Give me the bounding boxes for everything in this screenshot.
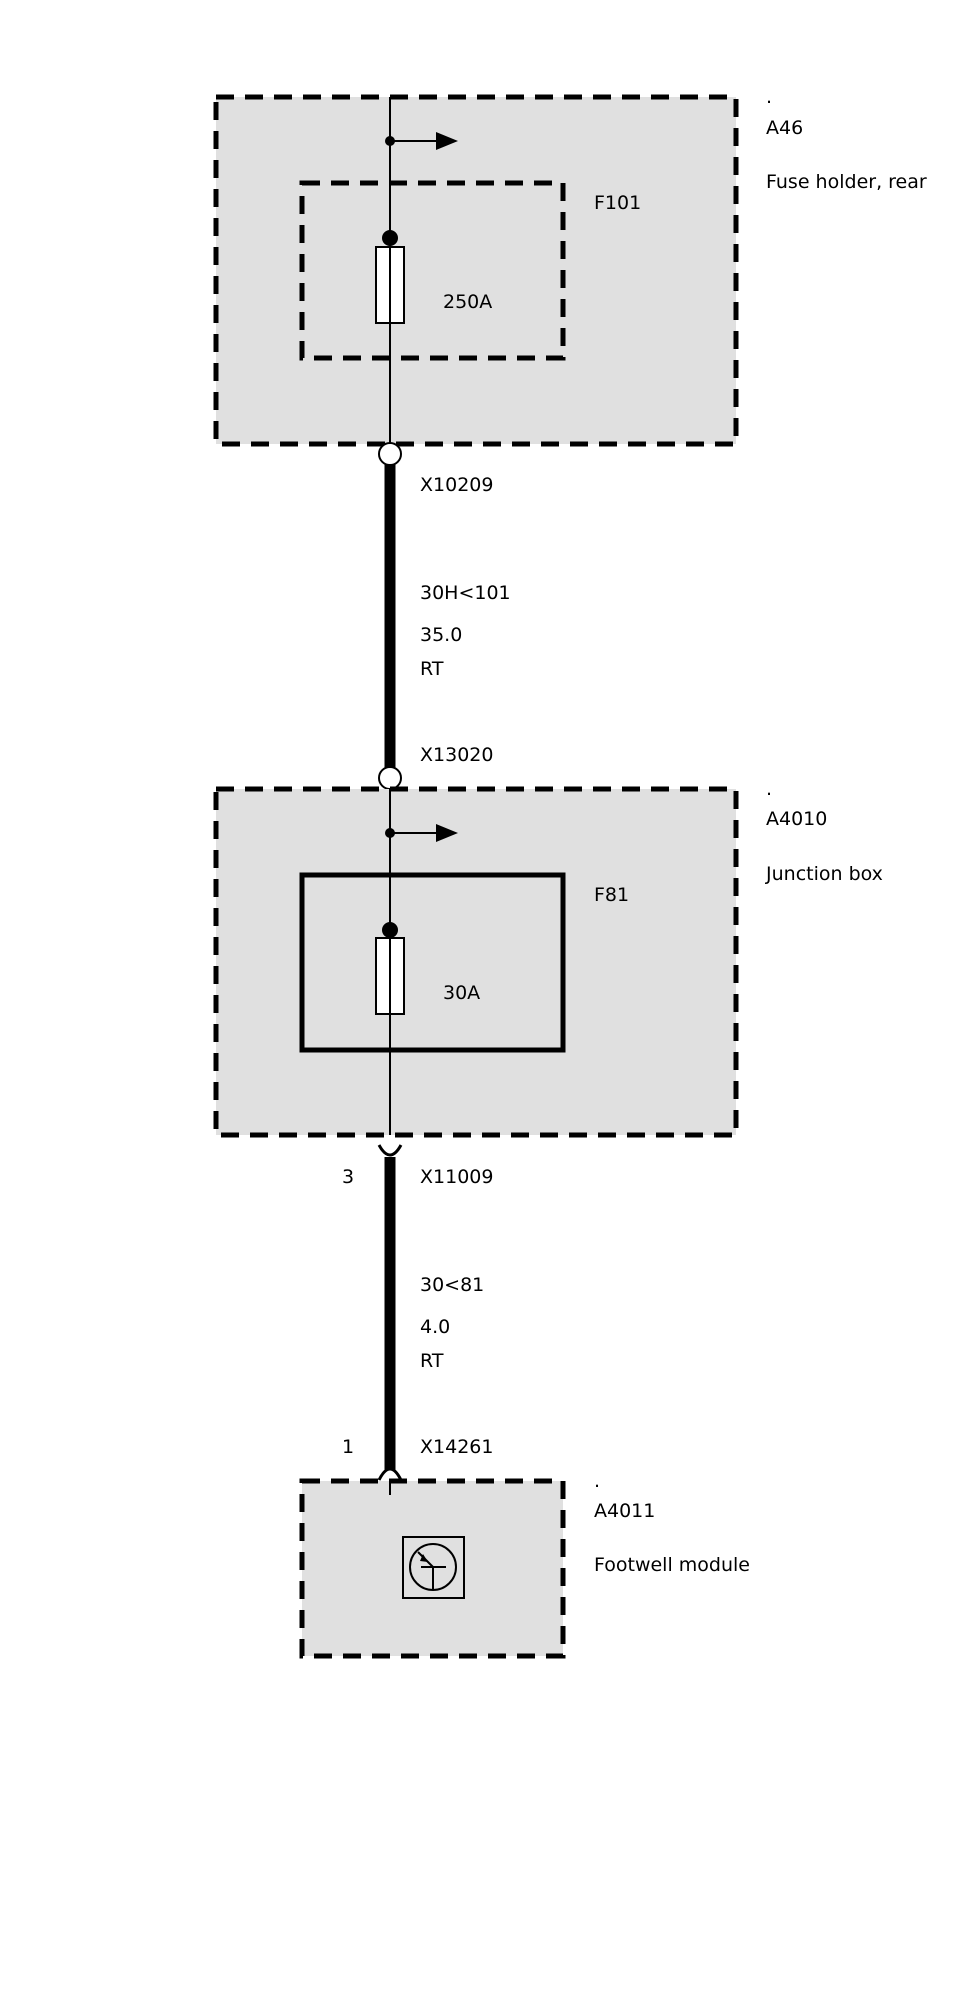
module-a4011-id: A4011 xyxy=(594,1500,655,1522)
connector-x10209-icon xyxy=(378,442,402,466)
module-a4011[interactable]: . A4011 Footwell module xyxy=(299,1470,750,1659)
fuse-f81-id: F81 xyxy=(594,884,629,906)
fuse-f81-box xyxy=(299,872,566,1053)
module-a4010[interactable]: 30A F81 . A4010 Junction box xyxy=(213,778,883,1138)
wire-lower-color: RT xyxy=(420,1350,444,1372)
wire-upper-color: RT xyxy=(420,658,444,680)
fuse-f81-terminal-dot xyxy=(382,922,398,938)
transistor-icon xyxy=(402,1536,465,1599)
connector-x14261-pin: 1 xyxy=(342,1436,354,1458)
a4010-branch-arrow-icon xyxy=(436,824,458,842)
fuse-f81-rating: 30A xyxy=(443,982,480,1004)
fuse-f101-rating: 250A xyxy=(443,291,492,313)
wire-upper[interactable]: X10209 30H<101 35.0 RT X13020 xyxy=(378,442,511,790)
module-a4011-name: Footwell module xyxy=(594,1554,750,1576)
module-a4011-dot: . xyxy=(594,1470,600,1492)
connector-x13020-icon xyxy=(378,766,402,790)
module-a46-name: Fuse holder, rear xyxy=(766,171,927,193)
wire-upper-circuit: 30H<101 xyxy=(420,582,511,604)
a46-branch-arrow-icon xyxy=(436,132,458,150)
module-a46-id: A46 xyxy=(766,117,803,139)
module-a4010-box xyxy=(213,786,739,1138)
wire-upper-cross-section: 35.0 xyxy=(420,624,462,646)
connector-x11009-icon xyxy=(377,1144,403,1157)
module-a4010-id: A4010 xyxy=(766,808,827,830)
connector-x13020-label: X13020 xyxy=(420,744,493,766)
connector-x14261-icon xyxy=(377,1467,403,1481)
module-a46-box xyxy=(213,94,739,447)
module-a46-dot: . xyxy=(766,86,772,108)
module-a46[interactable]: 250A F101 . A46 Fuse holder, rear xyxy=(213,86,927,447)
wire-lower-circuit: 30<81 xyxy=(420,1274,484,1296)
connector-x10209-label: X10209 xyxy=(420,474,493,496)
module-a4010-dot: . xyxy=(766,778,772,800)
fuse-f101-terminal-dot xyxy=(382,230,398,246)
fuse-f101-box xyxy=(299,180,566,361)
fuse-f101-id: F101 xyxy=(594,192,641,214)
wire-lower[interactable]: 3 X11009 30<81 4.0 RT 1 X14261 xyxy=(342,1144,493,1481)
wire-lower-cross-section: 4.0 xyxy=(420,1316,450,1338)
connector-x11009-pin: 3 xyxy=(342,1166,354,1188)
module-a4010-name: Junction box xyxy=(765,863,883,885)
connector-x11009-label: X11009 xyxy=(420,1166,493,1188)
connector-x14261-label: X14261 xyxy=(420,1436,493,1458)
